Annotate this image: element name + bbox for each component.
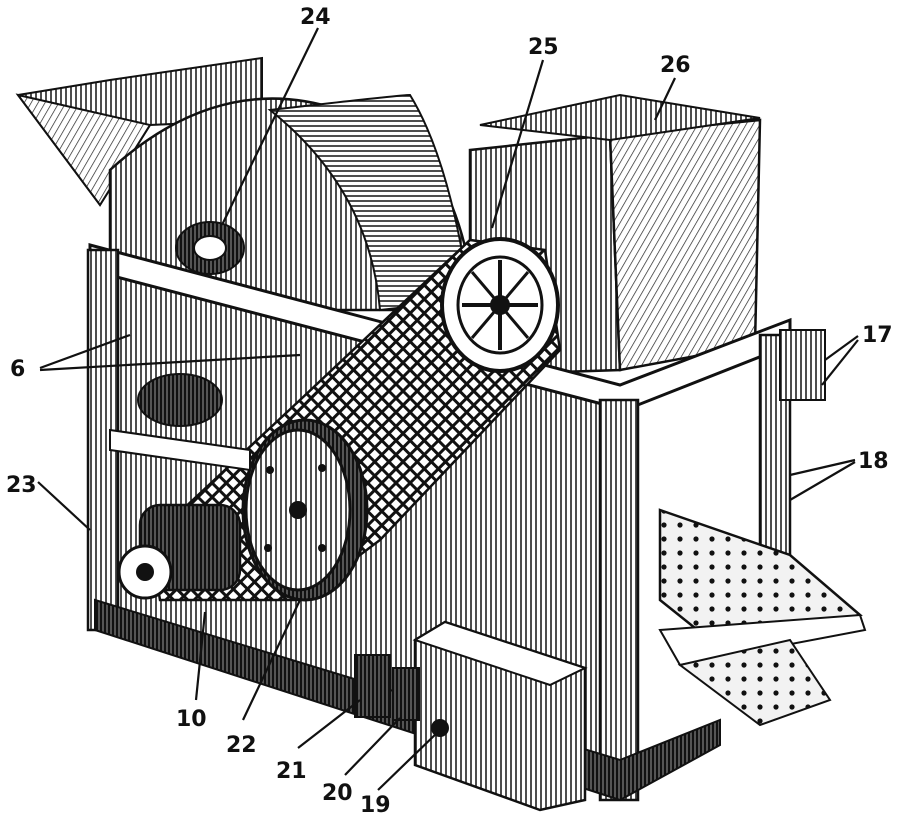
upper-pulley	[440, 237, 560, 373]
large-pulley	[241, 418, 369, 602]
control-box	[412, 620, 588, 812]
gearbox	[109, 373, 251, 472]
callout-10: 10	[176, 707, 207, 732]
bearing-housing	[175, 221, 245, 275]
callout-26: 26	[660, 53, 691, 78]
callout-17: 17	[862, 323, 893, 348]
leader-lines	[37, 27, 859, 791]
electric-motor	[117, 503, 242, 600]
callout-23: 23	[6, 473, 37, 498]
switch-block	[354, 654, 420, 721]
callout-21: 21	[276, 759, 307, 784]
sieve-tray	[658, 329, 867, 727]
callout-22: 22	[226, 733, 257, 758]
callout-25: 25	[528, 35, 559, 60]
callouts: 24 25 26 6 17 18 23 10 22 21 20 19	[6, 5, 893, 818]
callout-19: 19	[360, 793, 391, 818]
callout-24: 24	[300, 5, 331, 30]
callout-6: 6	[10, 357, 25, 382]
callout-20: 20	[322, 781, 353, 806]
callout-18: 18	[858, 449, 889, 474]
